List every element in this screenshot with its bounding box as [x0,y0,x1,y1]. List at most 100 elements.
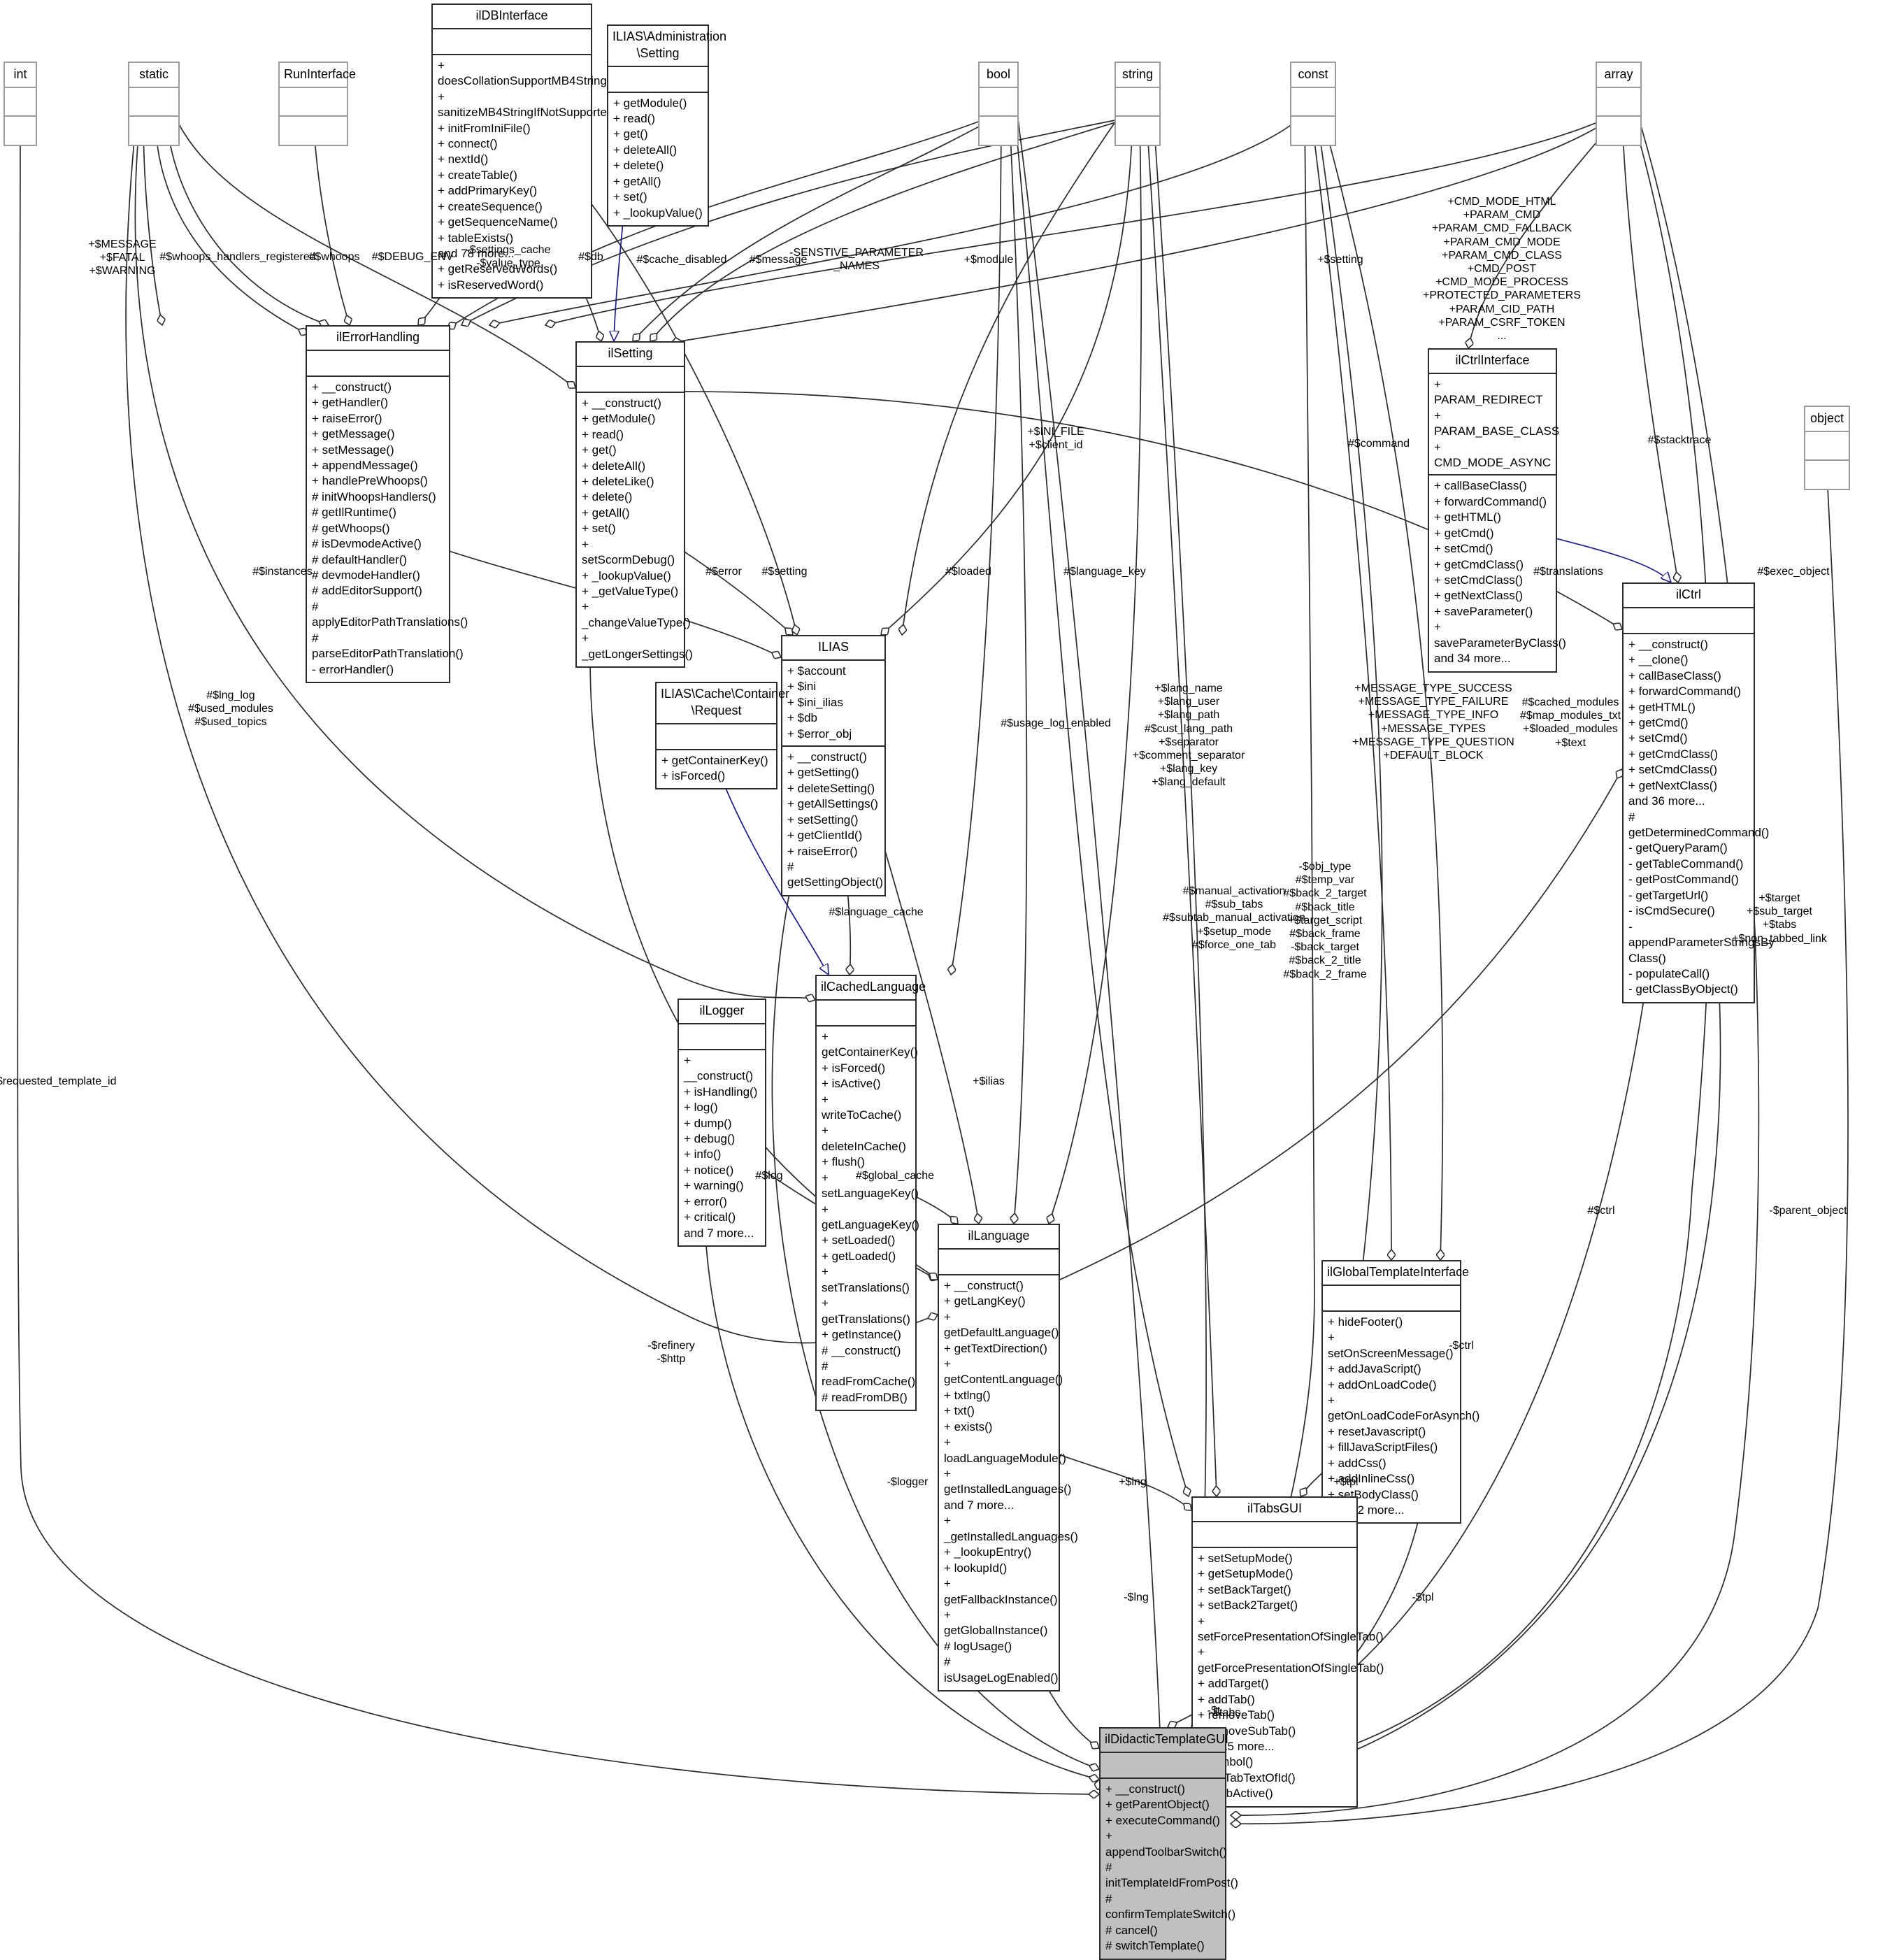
class-operation: + _lookupValue() [582,568,671,582]
class-node-ilcachedlanguage[interactable]: ilCachedLanguage+ getContainerKey()+ isF… [815,975,926,1412]
class-operation: + getDefaultLanguage() [944,1310,1059,1340]
class-operation: + removeTab() [1198,1708,1275,1722]
class-operation: + dump() [684,1116,732,1130]
edge-label-l-translations: #$translations [1533,566,1603,578]
class-node-attributes [1597,88,1640,117]
class-node-const[interactable]: const [1290,62,1336,146]
class-node-illogger[interactable]: ilLogger + __construct() + isHandling() + l… [678,999,766,1247]
class-node-attributes [1193,1522,1356,1548]
class-operation: # initTemplateIdFromPost() [1105,1860,1238,1890]
class-node-attributes [577,367,684,393]
class-node-static[interactable]: static [128,62,180,146]
class-operation: + forwardCommand() [1434,494,1547,508]
class-node-illanguage[interactable]: ilLanguage+ __construct()+ getLangKey()+… [938,1224,1078,1692]
class-operation: + getHTML() [1434,510,1501,524]
class-node-string[interactable]: string [1115,62,1161,146]
class-operation: + __construct() [684,1053,754,1083]
class-operation: + set() [613,190,647,204]
edge-label-l-refinery-http: -$refinery -$http [647,1340,695,1366]
class-node-operations: + __construct()+ getHandler()+ raiseErro… [307,377,468,682]
edge-label-l-error: #$error [705,566,742,578]
edge-label-l-language-cache: #$language_cache [829,906,924,918]
class-node-title: ilDidacticTemplateGUI [1101,1729,1228,1753]
class-operation: + isReservedWord() [438,278,544,292]
class-operation: + setTranslations() [822,1265,910,1294]
edge-label-l-module: +$module [963,254,1014,266]
class-operation: + log() [684,1101,718,1115]
edge-label-l-obj-type: -$obj_type #$temp_var #$back_2_target #$… [1283,861,1367,980]
class-operation: + getContainerKey() [661,753,768,767]
class-node-attributes: + $account+ $ini+ $ini_ilias+ $db+ $erro… [782,661,884,747]
class-operation: - getTargetUrl() [1628,888,1709,902]
class-node-operations [1597,117,1640,145]
class-node-int[interactable]: int [3,62,37,146]
class-node-title: array [1597,63,1640,88]
class-operation: + _getInstalledLanguages() [944,1514,1078,1543]
class-node-ildidactictemplategui[interactable]: ilDidacticTemplateGUI+ __construct()+ ge… [1099,1727,1238,1960]
class-node-ilctrlinterface[interactable]: ilCtrlInterface+ PARAM_REDIRECT+ PARAM_B… [1428,348,1566,673]
class-attribute: + $error_obj [787,727,852,741]
class-operation: + isForced() [661,768,726,782]
class-operation: + flush() [822,1155,865,1169]
class-operation: + getSequenceName() [438,215,558,229]
class-operation: + setScormDebug() [582,537,675,567]
edge-label-l-target-subtarget: +$target +$sub_target +$tabs +$non_tabbe… [1732,892,1827,945]
class-operation: + getMessage() [312,427,395,441]
edge-label-l-language-key: #$language_key [1063,566,1146,578]
class-node-runinterface[interactable]: RunInterface [278,62,356,146]
class-operation: + _changeValueType() [582,600,691,629]
edge-label-l-manual-activation: #$manual_activation #$sub_tabs #$subtab_… [1163,885,1305,951]
class-node-attributes [5,88,36,117]
class-operation: + setSetupMode() [1198,1551,1293,1565]
class-operation: + deleteAll() [582,459,646,473]
class-node-title: ILIAS\Administration \Setting [608,26,726,67]
class-operation: - getPostCommand() [1628,873,1739,887]
class-operation: + addCss() [1328,1456,1386,1470]
class-operation: + lookupId() [944,1561,1008,1575]
class-node-operations: + getContainerKey()+ isForced()+ isActiv… [817,1027,919,1410]
class-operation: + getAll() [582,506,630,520]
class-operation: + hideFooter() [1328,1315,1403,1329]
class-operation: + setBack2Target() [1198,1598,1298,1612]
class-node-operations: + __construct()+ getSetting()+ deleteSet… [782,747,884,895]
class-operation: + getForcePresentationOfSingleTab() [1198,1645,1384,1675]
class-operation: + callBaseClass() [1434,479,1527,493]
class-node-ildbinterface[interactable]: ilDBInterface+ doesCollationSupportMB4St… [431,3,622,299]
class-node-attributes [608,67,708,93]
class-node-object[interactable]: object [1804,406,1850,490]
class-operation: + isActive() [822,1077,881,1091]
class-node-operations: + getContainerKey()+ isForced() [657,750,776,789]
class-operation: + getContainerKey() [822,1029,918,1059]
class-operation: + setLoaded() [822,1233,896,1247]
class-node-array[interactable]: array [1596,62,1642,146]
edge-label-l-command: #$command [1347,438,1410,450]
class-operation: + getCmd() [1628,715,1689,729]
class-operation: + info() [684,1147,722,1161]
class-node-operations [1291,117,1335,145]
class-operation: + getContentLanguage() [944,1357,1063,1387]
class-node-title: ilLogger [679,1000,765,1024]
class-node-ilsetting[interactable]: ilSetting+ __construct()+ getModule()+ r… [575,341,693,668]
class-attribute: + $account [787,664,846,678]
class-node-bool[interactable]: bool [978,62,1019,146]
class-operation: + getCmdClass() [1628,747,1719,761]
class-node-ilias-administration-setting[interactable]: ILIAS\Administration \Setting+ getModule… [607,24,726,227]
edge-label-l-tabs: -$tabs [1209,1707,1241,1719]
class-operation: + debug() [684,1131,736,1145]
class-operation: + resetJavascript() [1328,1424,1426,1438]
class-operation: + isHandling() [684,1085,758,1099]
class-operation: + getHandler() [312,396,389,410]
edge-label-l-setting-mid: #$setting [761,566,808,578]
class-node-operations: + __construct()+ __clone()+ callBaseClas… [1624,634,1775,1002]
edge-label-l-ctrl-right: #$ctrl [1587,1205,1615,1217]
class-attribute: + CMD_MODE_ASYNC [1434,440,1552,469]
class-node-ilglobaltemplateinterface[interactable]: ilGlobalTemplateInterface+ hideFooter()+… [1321,1260,1479,1524]
class-node-ilctrl[interactable]: ilCtrl+ __construct()+ __clone()+ callBa… [1622,582,1775,1003]
class-node-attributes [657,724,776,750]
class-node-ilias[interactable]: ILIAS+ $account+ $ini+ $ini_ilias+ $db+ … [781,635,886,896]
class-node-ilias-cache-container-request[interactable]: ILIAS\Cache\Container \Request+ getConta… [655,682,789,790]
class-node-ilerrorhandling[interactable]: ilErrorHandling+ __construct()+ getHandl… [306,325,468,684]
class-operation: + deleteInCache() [822,1124,906,1153]
class-operation: + setCmdClass() [1434,573,1524,587]
class-operation: + getGlobalInstance() [944,1608,1048,1638]
